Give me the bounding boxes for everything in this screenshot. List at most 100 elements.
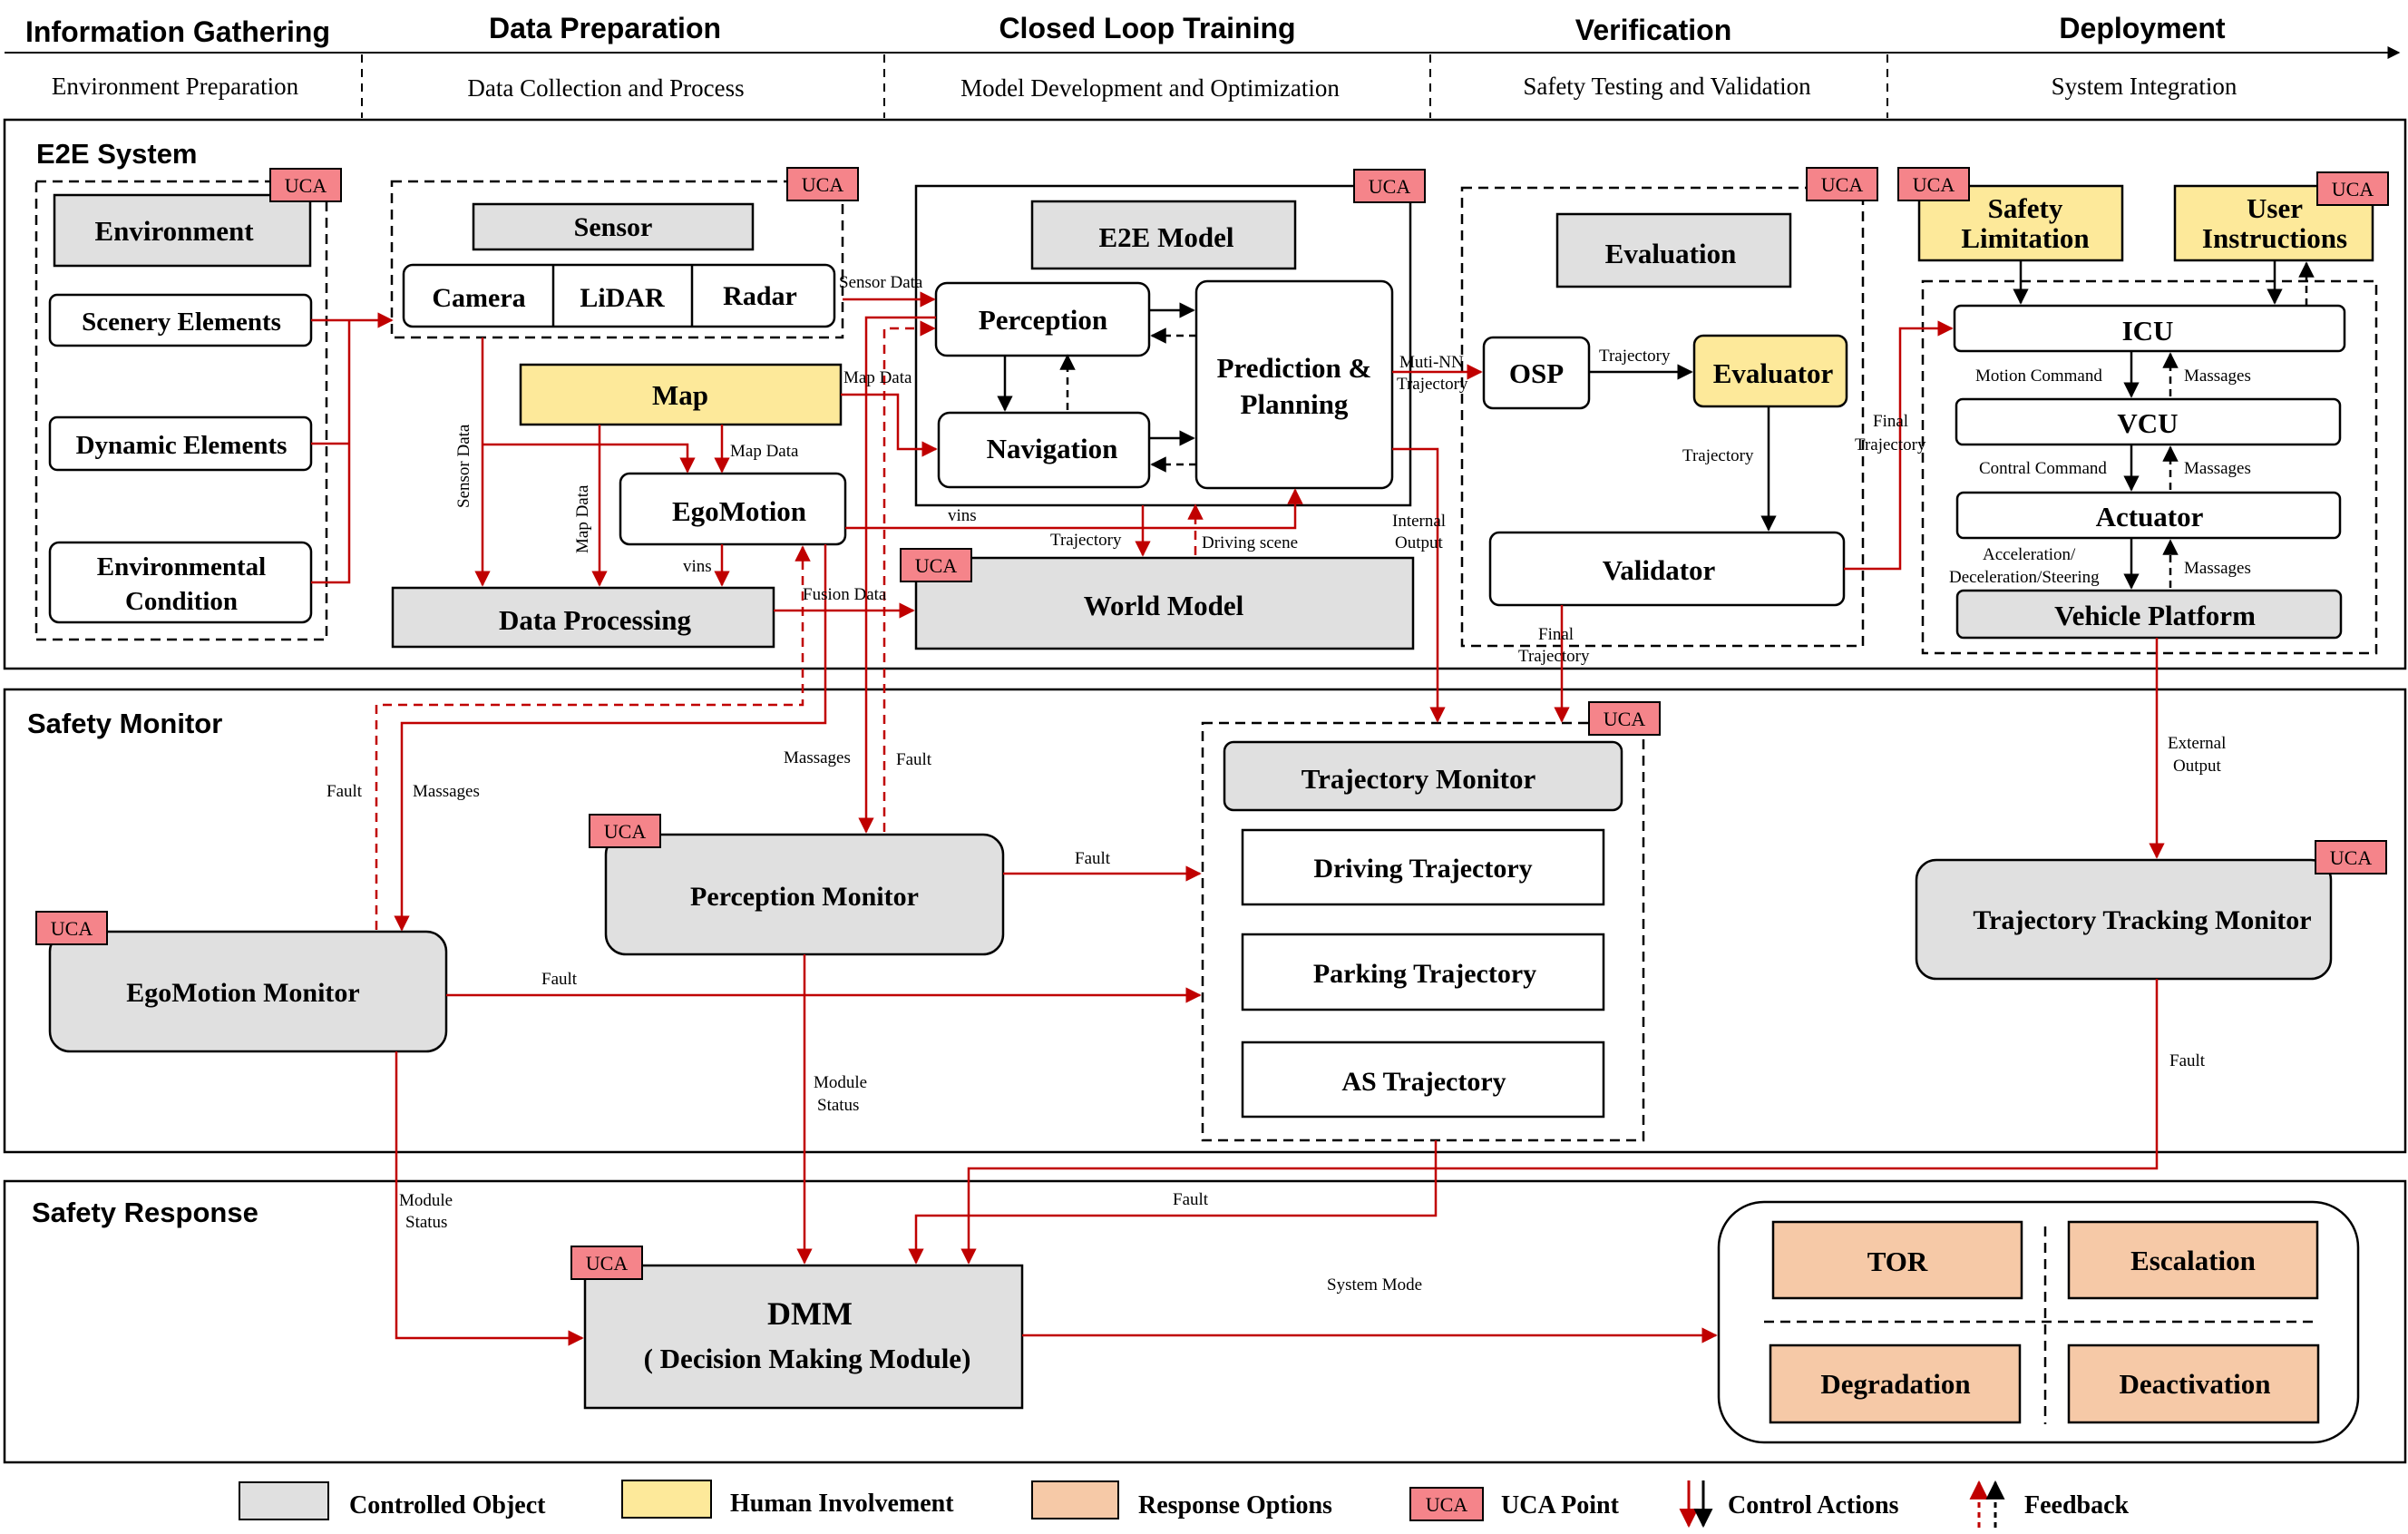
tor-label: TOR: [1867, 1246, 1928, 1277]
svg-text:UCA: UCA: [1821, 173, 1864, 196]
safety-response-title: Safety Response: [32, 1197, 258, 1228]
egomotion-box: [619, 472, 847, 546]
svg-text:UCA: UCA: [1369, 175, 1411, 198]
label-final-trajectory-validator-1: Final: [1538, 625, 1574, 644]
phase-dividers: [361, 54, 1888, 118]
parking-trajectory-label: Parking Trajectory: [1313, 959, 1536, 989]
svg-text:UCA: UCA: [586, 1252, 629, 1275]
navigation-label: Navigation: [987, 433, 1118, 464]
phase-title-data-preparation: Data Preparation: [489, 12, 721, 44]
label-fault-egomotion: Fault: [327, 782, 363, 801]
validator-label: Validator: [1603, 554, 1716, 586]
label-acceleration-2: Deceleration/Steering: [1949, 568, 2100, 587]
phase-title-closed-loop-training: Closed Loop Training: [999, 12, 1295, 44]
control-action-lines: [311, 291, 2165, 1346]
label-vins-egomotion: vins: [683, 557, 712, 576]
environment-label: Environment: [94, 215, 254, 247]
safety-monitor-title: Safety Monitor: [27, 708, 222, 739]
egomotion-monitor-label: EgoMotion Monitor: [126, 978, 359, 1008]
perception-label: Perception: [979, 304, 1107, 336]
label-fusion-data: Fusion Data: [803, 585, 887, 604]
label-external-output-2: Output: [2173, 757, 2222, 776]
uca-tag: UCA: [570, 1246, 643, 1280]
label-muti-nn-2: Trajectory: [1397, 375, 1468, 394]
escalation-box: [2067, 1220, 2319, 1300]
label-final-trajectory-icu-2: Trajectory: [1855, 435, 1926, 454]
label-trajectory-osp: Trajectory: [1599, 347, 1671, 366]
phase-title-information-gathering: Information Gathering: [25, 15, 330, 48]
trajectory-monitor-box: [1223, 740, 1623, 812]
vehicle-platform-box: [1955, 589, 2343, 640]
driving-trajectory-box: [1241, 828, 1605, 906]
evaluation-group: [1460, 186, 1865, 648]
svg-text:UCA: UCA: [915, 554, 958, 577]
world-model-box: [914, 556, 1415, 650]
label-fault-egomotion-monitor: Fault: [541, 970, 578, 989]
label-fault-perception: Fault: [896, 750, 932, 769]
phase-title-verification: Verification: [1575, 14, 1732, 46]
label-module-status-perception-1: Module: [814, 1073, 867, 1092]
degradation-box: [1769, 1343, 2022, 1424]
dmm-box: [583, 1264, 1024, 1410]
safety-response-frame: [3, 1179, 2407, 1464]
as-trajectory-box: [1241, 1041, 1605, 1119]
legend: Controlled Object Human Involvement Resp…: [239, 1480, 2130, 1529]
svg-text:UCA: UCA: [285, 174, 327, 197]
vcu-box: [1955, 397, 2342, 446]
label-system-mode: System Mode: [1327, 1275, 1422, 1295]
icu-label: ICU: [2122, 315, 2174, 347]
evaluator-label: Evaluator: [1713, 357, 1834, 389]
legend-control-actions: Control Actions: [1728, 1491, 1899, 1519]
prediction-planning-box: [1194, 279, 1394, 490]
dmm-label-2: ( Decision Making Module): [644, 1343, 971, 1374]
label-sensor-data: Sensor Data: [839, 273, 923, 292]
trajectory-monitor-label: Trajectory Monitor: [1301, 763, 1536, 795]
uca-tag: UCA: [1806, 167, 1878, 201]
uca-tag: UCA: [2316, 171, 2389, 206]
lidar-label: LiDAR: [580, 283, 665, 313]
data-processing-box: [391, 586, 775, 649]
legend-human-involvement: Human Involvement: [730, 1490, 954, 1518]
uca-tag: UCA: [786, 167, 859, 201]
sensor-label: Sensor: [574, 212, 653, 242]
svg-text:UCA: UCA: [1604, 708, 1646, 730]
egomotion-label: EgoMotion: [672, 495, 806, 527]
parking-trajectory-box: [1241, 933, 1605, 1011]
radar-label: Radar: [723, 281, 797, 311]
e2e-system-frame: [3, 118, 2407, 670]
feedback-lines: [375, 320, 1204, 930]
label-trajectory-evaluator: Trajectory: [1682, 446, 1754, 465]
uca-tag: UCA: [35, 911, 108, 945]
label-sensor-data-vertical: Sensor Data: [454, 424, 473, 508]
camera-label: Camera: [432, 283, 525, 313]
actuator-label: Actuator: [2096, 501, 2204, 533]
phase-subtitle-environment-preparation: Environment Preparation: [52, 73, 299, 100]
dmm-label-1: DMM: [767, 1295, 853, 1332]
label-driving-scene: Driving scene: [1202, 533, 1298, 552]
label-contral-command: Contral Command: [1979, 459, 2107, 478]
svg-text:UCA: UCA: [1913, 173, 1955, 196]
safety-monitor-frame: [3, 688, 2407, 1154]
label-massages-vcu: Massages: [2184, 459, 2251, 478]
label-module-status-egomotion-1: Module: [399, 1191, 453, 1210]
as-trajectory-label: AS Trajectory: [1341, 1067, 1506, 1097]
svg-text:UCA: UCA: [802, 173, 844, 196]
safety-limitation-label-2: Limitation: [1961, 222, 2089, 254]
osp-label: OSP: [1509, 357, 1564, 389]
label-module-status-egomotion-2: Status: [405, 1213, 447, 1232]
label-motion-command: Motion Command: [1975, 366, 2102, 386]
actuator-box: [1955, 491, 2342, 540]
trajectory-monitor-group: [1201, 721, 1645, 1142]
legend-swatch-controlled-object: [239, 1481, 329, 1520]
timeline-header: Information Gathering Data Preparation C…: [5, 12, 2401, 118]
vcu-label: VCU: [2117, 407, 2178, 439]
legend-feedback: Feedback: [2024, 1491, 2130, 1519]
uca-tag: UCA: [1353, 169, 1426, 203]
prediction-label-1: Prediction &: [1217, 352, 1372, 384]
label-trajectory-world-model: Trajectory: [1050, 531, 1122, 550]
uca-tags: UCA UCA UCA UCA UCA UCA UCA UCA UCA UCA …: [35, 167, 2389, 1280]
svg-text:UCA: UCA: [51, 917, 93, 940]
phase-subtitle-safety-testing: Safety Testing and Validation: [1523, 73, 1811, 100]
